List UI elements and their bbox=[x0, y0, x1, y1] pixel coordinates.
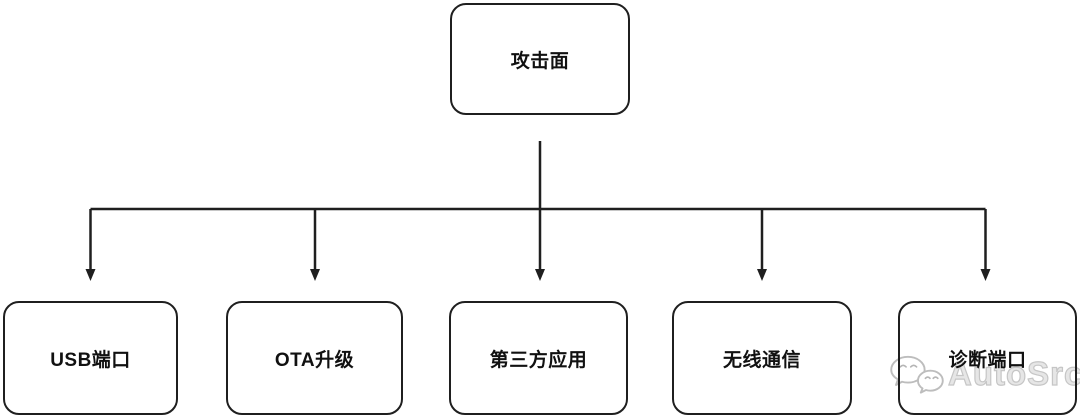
node-usb-port: USB端口 bbox=[3, 301, 178, 415]
node-diagnostic-port: 诊断端口 bbox=[898, 301, 1077, 415]
node-label: 第三方应用 bbox=[489, 349, 588, 371]
arrowhead-icon bbox=[535, 269, 545, 281]
node-label: 无线通信 bbox=[722, 349, 801, 371]
node-label: USB端口 bbox=[50, 349, 131, 371]
node-label: 攻击面 bbox=[510, 50, 570, 72]
node-label: OTA升级 bbox=[274, 349, 355, 371]
arrowhead-icon bbox=[980, 269, 991, 281]
node-label: 诊断端口 bbox=[948, 349, 1027, 371]
node-third-party-app: 第三方应用 bbox=[449, 301, 628, 415]
node-wireless-comm: 无线通信 bbox=[672, 301, 852, 415]
node-attack-surface: 攻击面 bbox=[450, 3, 630, 115]
arrowhead-icon bbox=[85, 269, 96, 281]
arrowhead-icon bbox=[757, 269, 767, 281]
arrowhead-icon bbox=[310, 269, 320, 281]
node-ota-upgrade: OTA升级 bbox=[226, 301, 403, 415]
